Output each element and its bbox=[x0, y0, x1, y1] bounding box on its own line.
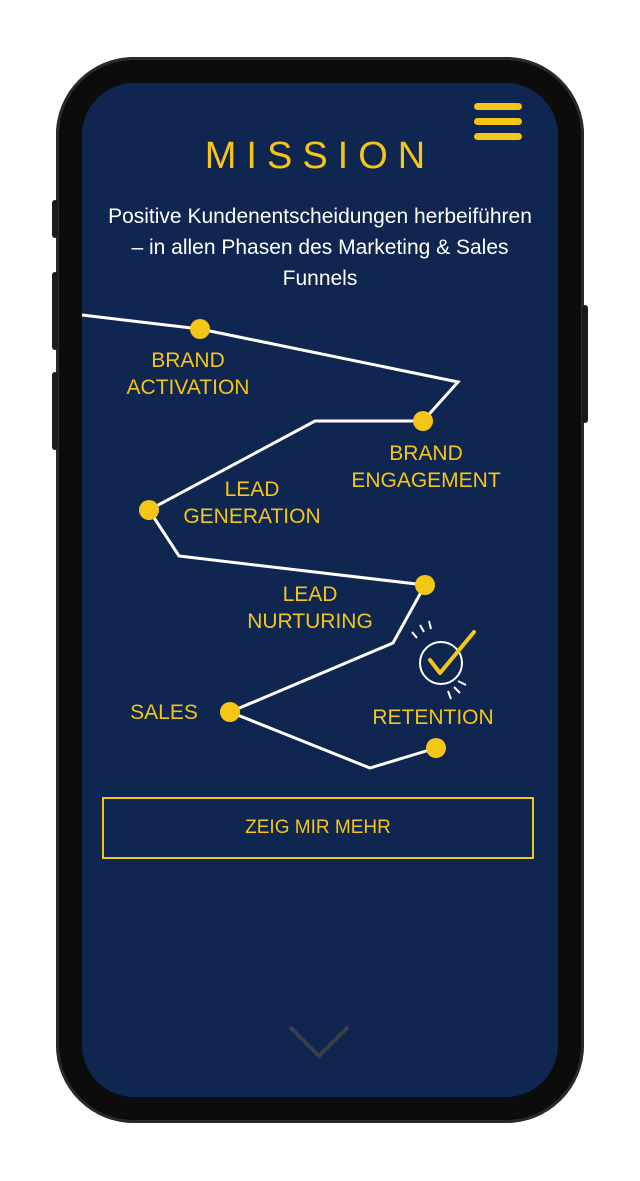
stage-label-lead-nurturing: LEAD NURTURING bbox=[247, 583, 373, 633]
power-button bbox=[582, 305, 588, 423]
stage-dot-brand-activation bbox=[190, 319, 210, 339]
funnel-diagram bbox=[82, 313, 476, 770]
volume-down-button bbox=[52, 372, 58, 450]
volume-up-button bbox=[52, 272, 58, 350]
show-more-label: ZEIG MIR MEHR bbox=[245, 817, 391, 838]
stage-dot-lead-nurturing bbox=[415, 575, 435, 595]
hamburger-menu-button[interactable] bbox=[474, 103, 522, 141]
stage-dot-brand-engagement bbox=[413, 411, 433, 431]
hamburger-icon bbox=[474, 103, 522, 110]
mobile-screen: MISSION Positive Kundenentscheidungen he… bbox=[82, 83, 558, 1097]
check-circle-icon bbox=[411, 620, 476, 700]
stage-label-brand-activation: BRAND ACTIVATION bbox=[126, 349, 250, 399]
page-title: MISSION bbox=[204, 135, 436, 177]
stage-label-lead-generation: LEAD GENERATION bbox=[183, 478, 321, 528]
mute-switch bbox=[52, 200, 58, 238]
stage-label-retention: RETENTION bbox=[372, 706, 494, 729]
hamburger-icon-bar bbox=[474, 118, 522, 125]
stage-dot-sales bbox=[220, 702, 240, 722]
stage-label-brand-engagement: BRAND ENGAGEMENT bbox=[351, 442, 501, 492]
hamburger-icon-bar bbox=[474, 133, 522, 140]
stage-label-sales: SALES bbox=[130, 701, 198, 724]
chevron-down-icon[interactable] bbox=[286, 1023, 352, 1063]
show-more-button[interactable]: ZEIG MIR MEHR bbox=[102, 797, 534, 859]
funnel-path bbox=[82, 313, 461, 770]
stage-dot-lead-generation bbox=[139, 500, 159, 520]
stage-dot-retention bbox=[426, 738, 446, 758]
page-subtitle: Positive Kundenentscheidungen herbeiführ… bbox=[108, 205, 532, 290]
